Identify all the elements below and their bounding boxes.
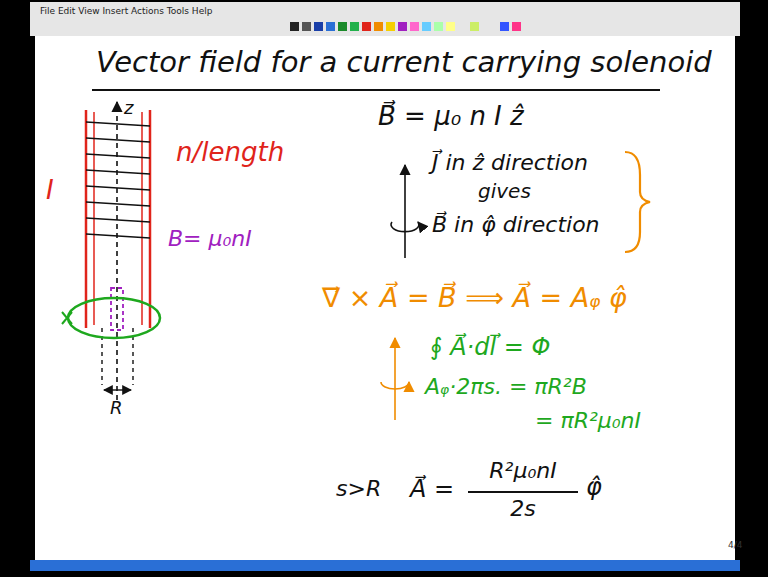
note-text: J⃗ in ẑ direction [432, 150, 588, 175]
result-equation: A⃗ = [410, 476, 454, 504]
field-equation: B⃗ = μ₀ n I ẑ [378, 102, 524, 132]
axis-label: z [124, 98, 133, 119]
note-text: B⃗ in φ̂ direction [432, 212, 600, 237]
flux-equation: Aᵩ·2πs. = πR²B [425, 374, 587, 399]
page-number: 4/4 [728, 540, 742, 550]
title-underline [92, 89, 660, 91]
field-equation: B= μ₀nI [168, 226, 252, 251]
note-text: gives [478, 180, 531, 203]
condition-label: s>R [336, 476, 381, 501]
solenoid [62, 102, 160, 400]
turn-density: n/length [176, 138, 284, 168]
fraction-bar [468, 491, 578, 493]
title: Vector field for a current carrying sole… [96, 46, 712, 79]
fraction-numerator: R²μ₀nI [489, 458, 556, 483]
radius-label: R [110, 398, 123, 419]
field-loop-sketch [381, 338, 409, 420]
page [35, 36, 735, 560]
curl-equation: ∇⃗ × A⃗ = B⃗ ⟹ A⃗ = Aᵩ φ̂ [322, 282, 627, 313]
menu-bar: File Edit View Insert Actions Tools Help [40, 6, 212, 16]
stokes-equation: ∮ A⃗·dl⃗ = Φ [430, 334, 550, 362]
current-loop-sketch [391, 165, 419, 258]
unit-vector: φ̂ [586, 474, 602, 502]
current-label: I [46, 176, 54, 206]
fraction-denominator: 2s [510, 496, 535, 521]
flux-equation: = πR²μ₀nI [535, 408, 641, 433]
brace [625, 152, 650, 252]
toolbar [30, 2, 740, 36]
status-bar [30, 560, 740, 571]
toolbar-swatches [290, 22, 521, 31]
